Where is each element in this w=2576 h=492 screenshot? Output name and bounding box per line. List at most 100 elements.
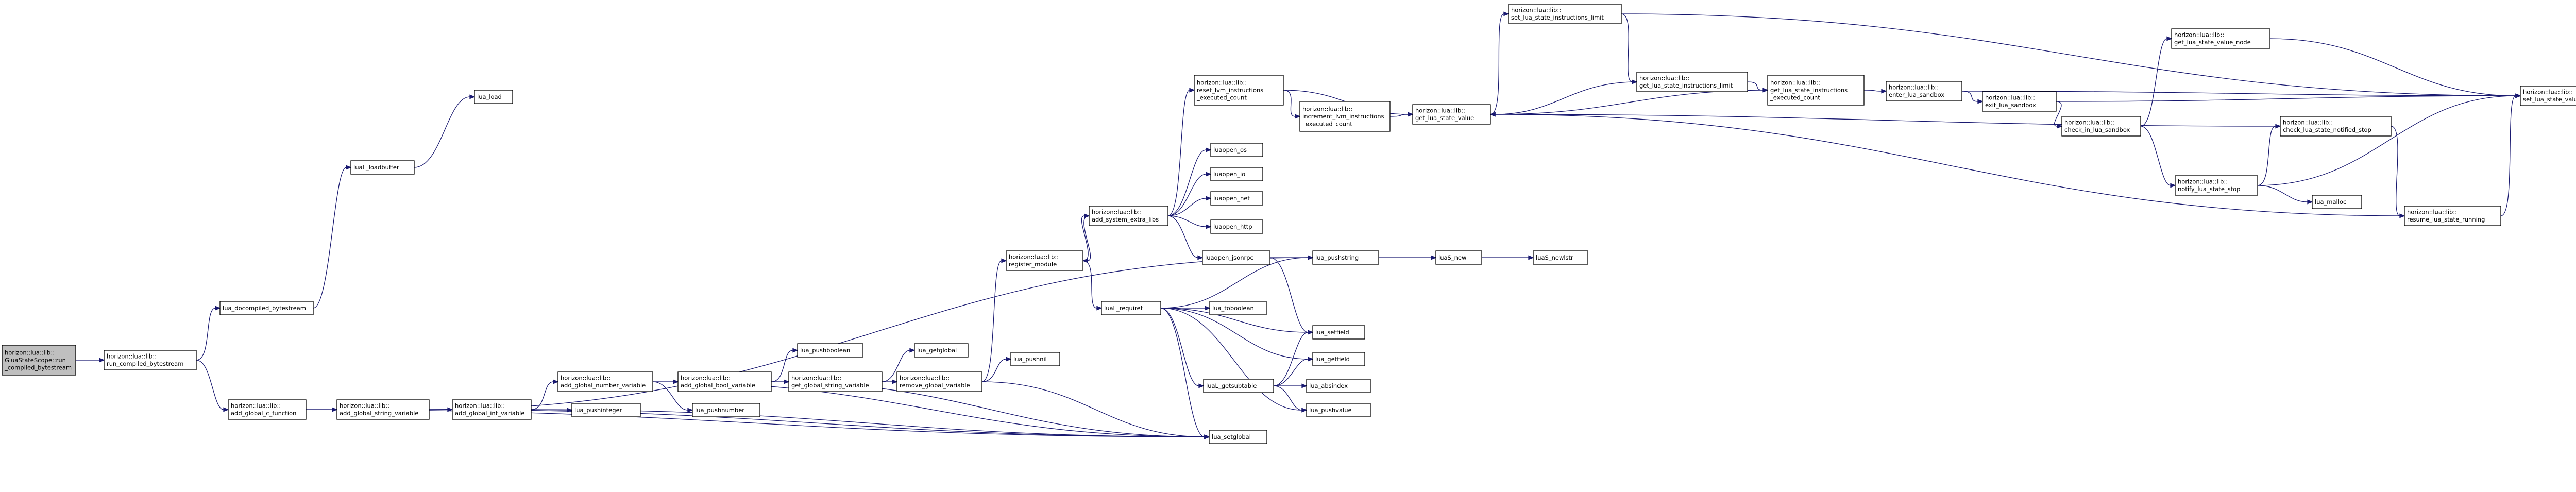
node-label: _executed_count [1302, 120, 1352, 127]
node-luaopen-os[interactable]: luaopen_os [1210, 143, 1263, 157]
node-label: _executed_count [1196, 94, 1247, 101]
node-box [104, 350, 197, 370]
edge-line [1495, 114, 2281, 127]
node-register-module[interactable]: horizon::lua::lib::register_module [1006, 250, 1083, 271]
node-luaopen-http[interactable]: luaopen_http [1210, 219, 1263, 234]
node-luaL-getsubtable[interactable]: luaL_getsubtable [1203, 379, 1274, 393]
node-lua-getglobal[interactable]: lua_getglobal [914, 343, 969, 358]
node-add-global-c-function[interactable]: horizon::lua::lib::add_global_c_function [228, 399, 307, 420]
edge-line [1160, 308, 1302, 411]
node-label: lua_getfield [1315, 355, 1350, 363]
node-label: check_lua_state_notified_stop [2283, 126, 2371, 133]
node-reset-lvm[interactable]: horizon::lua::lib::reset_lvm_instruction… [1194, 75, 1284, 106]
node-add-system-extra-libs[interactable]: horizon::lua::lib::add_system_extra_libs [1089, 206, 1168, 226]
node-add-global-number[interactable]: horizon::lua::lib::add_global_number_var… [557, 371, 653, 392]
edge-arrowhead [2515, 93, 2521, 98]
node-lua-pushvalue[interactable]: lua_pushvalue [1306, 403, 1371, 417]
node-exit-lua-sandbox[interactable]: horizon::lua::lib::exit_lua_sandbox [1982, 91, 2057, 112]
node-lua-pushnumber[interactable]: lua_pushnumber [692, 403, 760, 417]
edge-add-global-number-to-lua-pushnumber [652, 381, 693, 413]
edge-set-lua-state-instructions-limit-to-get-lua-state-instructions-limit [1621, 13, 1638, 84]
node-check-in-lua-sandbox[interactable]: horizon::lua::lib::check_in_lua_sandbox [2061, 116, 2141, 137]
node-get-lua-state-instructions-limit[interactable]: horizon::lua::lib::get_lua_state_instruc… [1636, 72, 1748, 92]
edge-line [2054, 101, 2062, 127]
node-luaL-requiref[interactable]: luaL_requiref [1101, 301, 1161, 315]
node-label: remove_global_variable [900, 382, 970, 389]
node-get-lua-state-instructions-executed-count[interactable]: horizon::lua::lib::get_lua_state_instruc… [1767, 75, 1865, 106]
edge-reset-lvm-to-increment-lvm [1283, 90, 1301, 119]
node-label: horizon::lua::lib:: [1009, 253, 1059, 261]
node-box [1508, 4, 1622, 24]
edge-line [1495, 81, 1637, 115]
node-label: lua_load [477, 93, 502, 100]
node-box [1194, 75, 1284, 106]
edge-arrowhead [1197, 255, 1204, 260]
edge-line [2269, 38, 2516, 96]
edge-arrowhead [346, 165, 352, 170]
node-luaL-loadbuffer[interactable]: luaL_loadbuffer [350, 160, 415, 175]
node-luaopen-io[interactable]: luaopen_io [1210, 167, 1263, 181]
node-luaopen-net[interactable]: luaopen_net [1210, 191, 1263, 206]
node-set-lua-state-value[interactable]: horizon::lua::lib::set_lua_state_value [2520, 86, 2576, 106]
edge-notify-lua-state-stop-to-set-lua-state-value [2257, 93, 2521, 186]
edge-line [1273, 385, 1302, 411]
edge-line [1167, 90, 1190, 216]
node-get-global-string[interactable]: horizon::lua::lib::get_global_string_var… [788, 371, 883, 392]
edge-arrowhead [553, 379, 559, 384]
node-enter-lua-sandbox[interactable]: horizon::lua::lib::enter_lua_sandbox [1886, 81, 1962, 101]
node-run-compiled[interactable]: horizon::lua::lib::run_compiled_bytestre… [104, 350, 197, 370]
node-lua-do-compiled[interactable]: lua_docompiled_bytestream [219, 301, 314, 315]
node-lua-pushinteger[interactable]: lua_pushinteger [571, 403, 641, 417]
edge-arrowhead [909, 348, 916, 353]
node-label: horizon::lua::lib:: [681, 375, 731, 382]
node-root[interactable]: horizon::lua::lib::GluaStateScope::run_c… [2, 345, 76, 376]
edge-line [531, 409, 1205, 437]
node-box [1210, 191, 1263, 206]
node-remove-global[interactable]: horizon::lua::lib::remove_global_variabl… [896, 371, 982, 392]
edge-line [1160, 308, 1309, 360]
node-set-lua-state-instructions-limit[interactable]: horizon::lua::lib::set_lua_state_instruc… [1508, 4, 1622, 24]
node-label: lua_pushnumber [695, 406, 744, 414]
node-label: horizon::lua::lib:: [2064, 119, 2114, 126]
edge-line [1490, 13, 1504, 115]
node-lua-malloc[interactable]: lua_malloc [2312, 195, 2362, 209]
edge-luaS-new-to-luaS-newlstr [1481, 255, 1534, 260]
edge-arrowhead [2057, 124, 2063, 129]
node-label: lua_setfield [1315, 329, 1349, 336]
node-box [474, 90, 513, 104]
node-add-global-int[interactable]: horizon::lua::lib::add_global_int_variab… [452, 399, 532, 420]
node-box [1636, 72, 1748, 92]
node-lua-setfield[interactable]: lua_setfield [1312, 325, 1365, 340]
node-resume-lua-state-running[interactable]: horizon::lua::lib::resume_lua_state_runn… [2404, 206, 2501, 226]
node-lua-pushstring[interactable]: lua_pushstring [1312, 250, 1379, 265]
node-lua-toboolean[interactable]: lua_toboolean [1209, 301, 1267, 315]
node-label: enter_lua_sandbox [1889, 91, 1944, 98]
node-luaopen-jsonrpc[interactable]: luaopen_jsonrpc [1202, 250, 1270, 265]
node-notify-lua-state-stop[interactable]: horizon::lua::lib::notify_lua_state_stop [2175, 175, 2258, 196]
node-check-lua-state-notified-stop[interactable]: horizon::lua::lib::check_lua_state_notif… [2280, 116, 2392, 137]
node-lua-absindex[interactable]: lua_absindex [1306, 379, 1371, 393]
node-add-global-string[interactable]: horizon::lua::lib::add_global_string_var… [336, 399, 430, 420]
node-lua-pushboolean[interactable]: lua_pushboolean [797, 343, 863, 358]
edge-arrowhead [2307, 199, 2313, 205]
node-lua-pushnil[interactable]: lua_pushnil [1010, 352, 1060, 366]
node-box [788, 371, 883, 392]
node-lua-getfield[interactable]: lua_getfield [1312, 352, 1365, 366]
node-increment-lvm[interactable]: horizon::lua::lib::increment_lvm_instruc… [1299, 101, 1391, 132]
node-box [914, 343, 969, 358]
node-label: horizon::lua::lib:: [1092, 209, 1142, 216]
node-luaS-newlstr[interactable]: luaS_newlstr [1533, 250, 1588, 265]
node-luaS-new[interactable]: luaS_new [1435, 250, 1482, 265]
edge-arrowhead [1301, 408, 1308, 413]
node-label: get_lua_state_value [1415, 114, 1474, 122]
edge-add-system-extra-libs-to-luaopen-io [1167, 172, 1212, 216]
edge-arrowhead [1206, 224, 1212, 229]
node-get-lua-state-value[interactable]: horizon::lua::lib::get_lua_state_value [1412, 104, 1491, 125]
node-lua-setglobal[interactable]: lua_setglobal [1209, 430, 1267, 444]
edge-line [2391, 126, 2400, 216]
node-add-global-bool[interactable]: horizon::lua::lib::add_global_bool_varia… [677, 371, 772, 392]
node-get-lua-state-value-node[interactable]: horizon::lua::lib::get_lua_state_value_n… [2171, 28, 2270, 49]
edge-arrowhead [1431, 255, 1437, 260]
edge-arrowhead [1528, 255, 1534, 260]
node-lua-load[interactable]: lua_load [474, 90, 513, 104]
